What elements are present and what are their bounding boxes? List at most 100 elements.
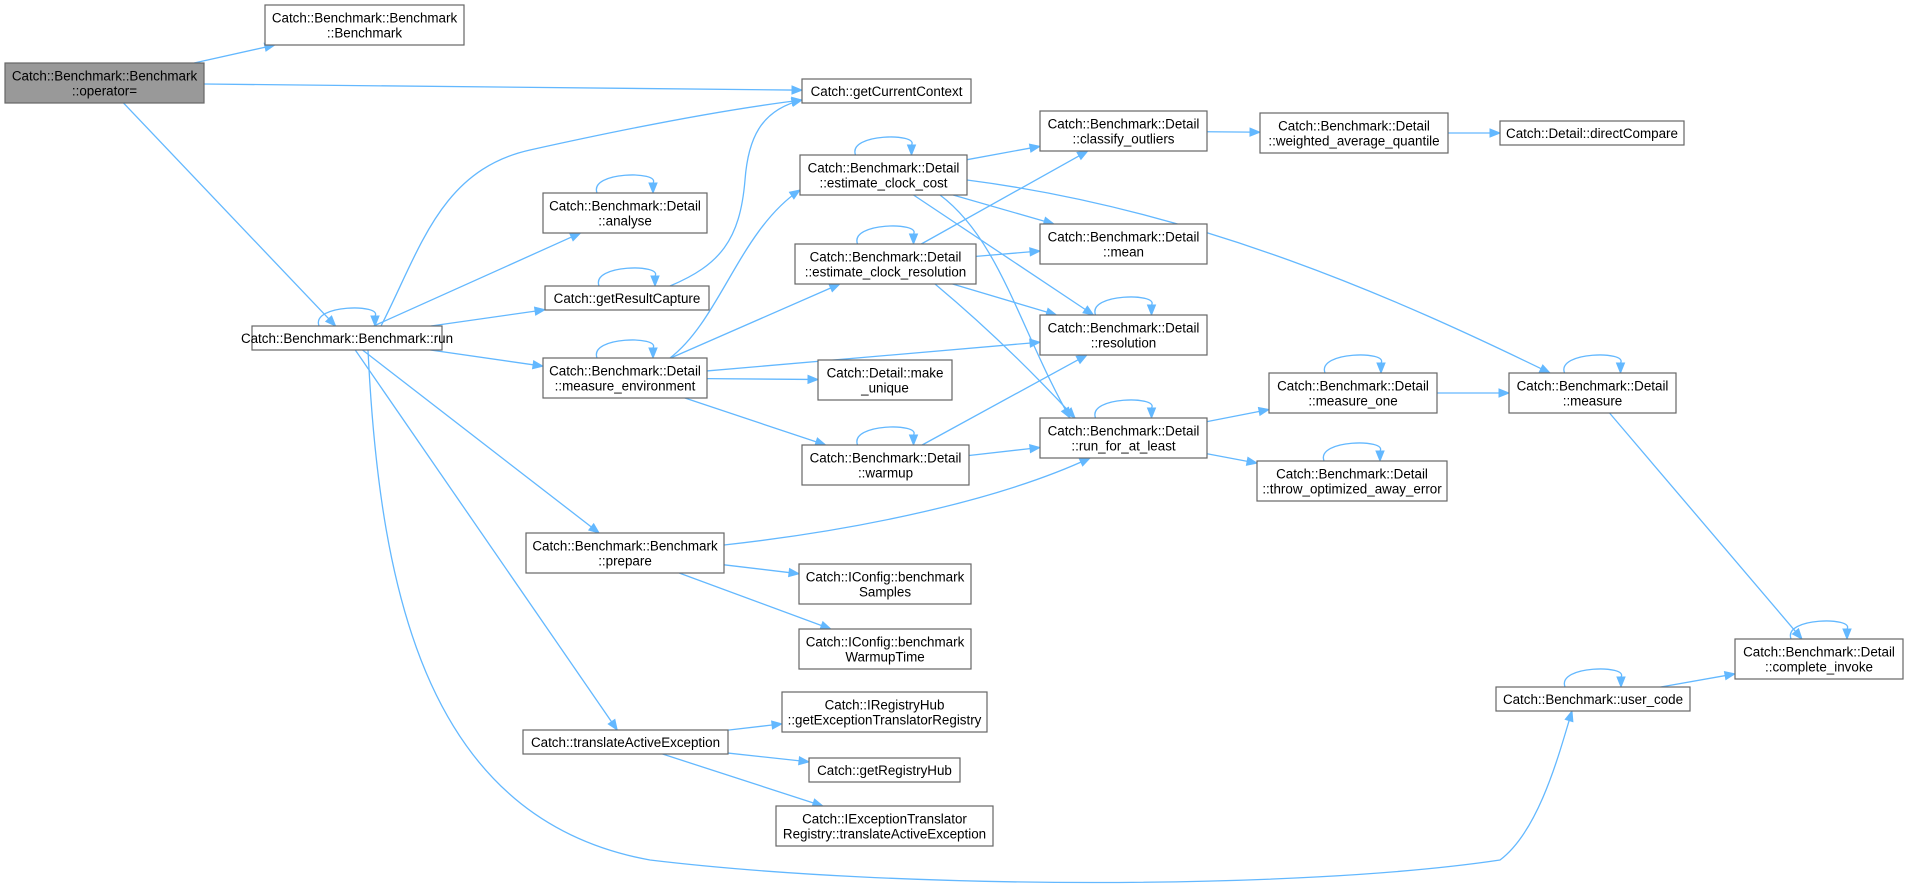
edge-run-to-user_code — [367, 349, 1574, 884]
node-classify_outliers[interactable]: Catch::Benchmark::Detail::classify_outli… — [1039, 110, 1208, 152]
node-label: Catch::Benchmark::Detail — [1048, 230, 1200, 245]
node-label: Catch::Benchmark::Detail — [810, 250, 962, 265]
edge-line — [968, 447, 1032, 457]
edge-prepare-to-benchmarkSamples — [723, 564, 801, 578]
node-box — [544, 285, 710, 311]
node-label: ::analyse — [598, 214, 652, 229]
edge-line — [430, 349, 535, 366]
arrow-head — [1375, 450, 1385, 463]
node-estimate_clock_cost[interactable]: Catch::Benchmark::Detail::estimate_clock… — [799, 154, 968, 196]
node-run[interactable]: Catch::Benchmark::Benchmark::run — [241, 325, 453, 351]
node-analyse[interactable]: Catch::Benchmark::Detail::analyse — [542, 192, 708, 234]
node-label: Catch::getRegistryHub — [817, 763, 952, 778]
edge-run-to-prepare — [362, 349, 601, 534]
arrow-head — [1376, 362, 1386, 375]
node-label: ::measure_environment — [555, 379, 696, 394]
arrow-head — [1146, 304, 1157, 317]
node-label: Catch::getResultCapture — [554, 291, 701, 306]
arrow-head — [1615, 362, 1626, 375]
arrow-head — [1029, 247, 1042, 257]
node-box — [798, 563, 972, 605]
edge-classify_outliers-to-weighted_average_quantile — [1206, 127, 1262, 137]
edge-line — [934, 283, 1076, 419]
arrow-head — [1082, 305, 1095, 316]
node-label: Samples — [859, 585, 911, 600]
edge-resolution-to-resolution — [1094, 296, 1157, 317]
arrow-head — [648, 182, 658, 195]
node-label: ::Benchmark — [327, 26, 402, 41]
node-warmup[interactable]: Catch::Benchmark::Detail::warmup — [801, 444, 970, 486]
node-label: ::warmup — [858, 466, 913, 481]
node-getResultCapture[interactable]: Catch::getResultCapture — [544, 285, 710, 311]
node-ctor[interactable]: Catch::Benchmark::Benchmark::Benchmark — [264, 4, 465, 46]
node-weighted_average_quantile[interactable]: Catch::Benchmark::Detail::weighted_avera… — [1259, 112, 1449, 154]
arrow-head — [1076, 150, 1089, 161]
arrow-head — [828, 283, 842, 293]
node-run_for_at_least[interactable]: Catch::Benchmark::Detail::run_for_at_lea… — [1039, 417, 1208, 459]
node-op_assign[interactable]: Catch::Benchmark::Benchmark::operator= — [4, 62, 205, 104]
edge-measure_environment-to-measure_environment — [596, 339, 658, 360]
node-getExceptionTranslatorRegistry[interactable]: Catch::IRegistryHub::getExceptionTransla… — [781, 691, 988, 733]
arrow-head — [1249, 127, 1262, 137]
edge-line — [123, 102, 330, 320]
arrow-head — [771, 720, 784, 730]
node-label: ::mean — [1103, 245, 1144, 260]
edge-line — [706, 342, 1032, 372]
node-getCurrentContext[interactable]: Catch::getCurrentContext — [801, 78, 972, 104]
edge-estimate_clock_cost-to-mean — [952, 194, 1056, 226]
nodes-layer: Catch::Benchmark::Benchmark::operator=Ca… — [4, 4, 1904, 847]
node-label: ::measure_one — [1308, 394, 1397, 409]
node-label: ::run_for_at_least — [1071, 439, 1175, 454]
node-label: Catch::Detail::make — [827, 366, 944, 381]
node-label: ::resolution — [1091, 336, 1157, 351]
node-getRegistryHub[interactable]: Catch::getRegistryHub — [808, 757, 961, 783]
node-label: Catch::Benchmark::Detail — [1517, 379, 1669, 394]
node-measure_environment[interactable]: Catch::Benchmark::Detail::measure_enviro… — [542, 357, 708, 399]
node-box — [264, 4, 465, 46]
node-make_unique[interactable]: Catch::Detail::make_unique — [817, 359, 953, 401]
node-resolution[interactable]: Catch::Benchmark::Detail::resolution — [1039, 314, 1208, 356]
node-label: ::measure — [1563, 394, 1623, 409]
node-box — [808, 757, 961, 783]
edge-warmup-to-resolution — [921, 354, 1089, 446]
node-label: Catch::Benchmark::Detail — [1276, 467, 1428, 482]
node-user_code[interactable]: Catch::Benchmark::user_code — [1495, 686, 1691, 712]
node-measure[interactable]: Catch::Benchmark::Detail::measure — [1508, 372, 1677, 414]
arrow-head — [1146, 407, 1157, 420]
arrow-head — [788, 189, 802, 200]
arrow-head — [650, 275, 660, 288]
edge-measure-to-measure — [1563, 354, 1626, 375]
node-box — [1039, 417, 1208, 459]
self-loop-line — [598, 267, 656, 287]
arrow-head — [531, 360, 545, 370]
edge-run-to-analyse — [373, 232, 582, 327]
node-translateActiveException[interactable]: Catch::translateActiveException — [522, 729, 729, 755]
node-label: Catch::translateActiveException — [531, 735, 720, 750]
node-label: Catch::Benchmark::Detail — [549, 364, 701, 379]
node-estimate_clock_resolution[interactable]: Catch::Benchmark::Detail::estimate_clock… — [794, 243, 977, 285]
node-translatorRegistry[interactable]: Catch::IExceptionTranslatorRegistry::tra… — [775, 805, 994, 847]
arrow-head — [370, 315, 380, 328]
arrow-head — [791, 85, 804, 95]
node-mean[interactable]: Catch::Benchmark::Detail::mean — [1039, 223, 1208, 265]
node-label: ::estimate_clock_cost — [819, 176, 947, 191]
node-measure_one[interactable]: Catch::Benchmark::Detail::measure_one — [1268, 372, 1438, 414]
arrow-head — [1029, 443, 1042, 454]
edge-line — [1206, 453, 1249, 463]
node-complete_invoke[interactable]: Catch::Benchmark::Detail::complete_invok… — [1734, 638, 1904, 680]
node-box — [1039, 314, 1208, 356]
edge-measure_environment-to-warmup — [684, 397, 827, 447]
node-throw_optimized_away_error[interactable]: Catch::Benchmark::Detail::throw_optimize… — [1256, 460, 1448, 502]
edge-line — [678, 572, 823, 627]
node-box — [1508, 372, 1677, 414]
edge-measure_one-to-measure — [1437, 388, 1511, 398]
node-prepare[interactable]: Catch::Benchmark::Benchmark::prepare — [525, 532, 725, 574]
edge-run_for_at_least-to-measure_one — [1206, 406, 1271, 423]
edge-estimate_clock_cost-to-classify_outliers — [966, 143, 1042, 161]
edge-analyse-to-analyse — [596, 174, 658, 195]
node-directCompare[interactable]: Catch::Detail::directCompare — [1499, 120, 1685, 146]
arrow-head — [1064, 407, 1076, 419]
